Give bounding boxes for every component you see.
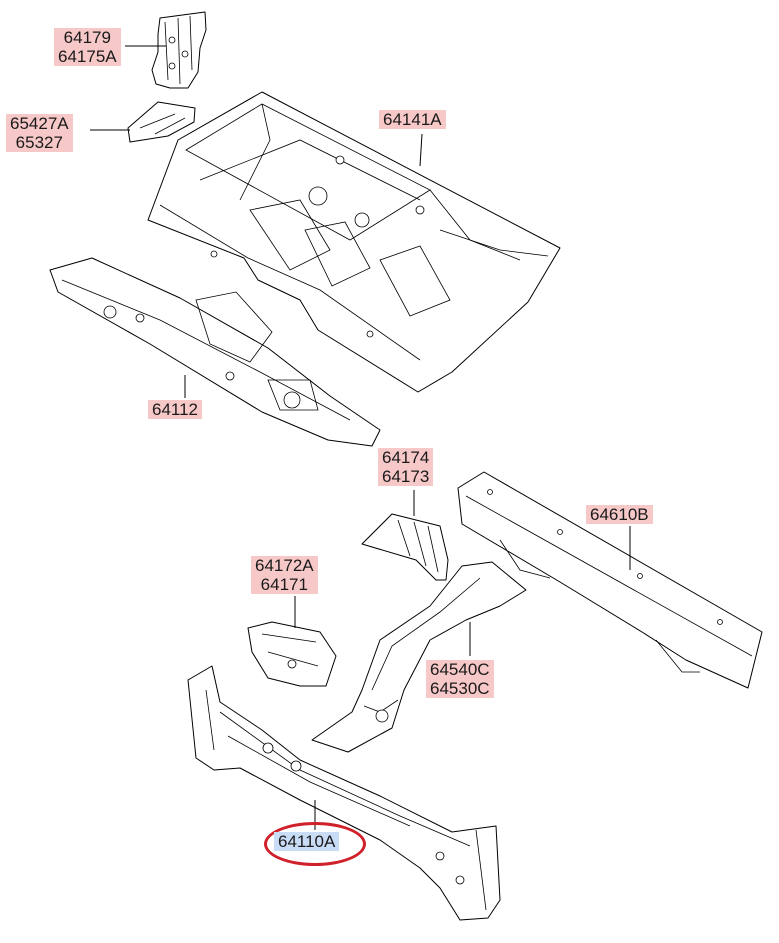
label-64141-line-1: 64141A (379, 110, 446, 129)
label-65427[interactable]: 65427A 65327 (6, 114, 73, 152)
label-65427-line-1: 65427A (6, 114, 73, 133)
part-64141-rear-floor[interactable] (147, 91, 561, 393)
label-64112-line-1: 64112 (148, 400, 203, 419)
leader-lines (90, 45, 631, 830)
label-64141[interactable]: 64141A (379, 110, 446, 129)
label-64610-line-1: 64610B (586, 505, 653, 524)
part-64179-bracket[interactable] (151, 11, 207, 89)
label-64540-line-2: 64530C (426, 679, 494, 698)
label-64112[interactable]: 64112 (148, 400, 203, 419)
selected-part-ring (264, 822, 366, 866)
label-64172-line-1: 64172A (251, 556, 318, 575)
label-64174-line-1: 64174 (378, 448, 434, 467)
part-64540-side-member[interactable] (311, 561, 527, 753)
label-64540[interactable]: 64540C 64530C (426, 660, 494, 698)
label-64540-line-1: 64540C (426, 660, 494, 679)
label-64172-line-2: 64171 (251, 575, 318, 594)
label-64110[interactable]: 64110A (274, 832, 340, 851)
part-64174-bracket[interactable] (361, 513, 449, 581)
label-64610[interactable]: 64610B (586, 505, 653, 524)
label-64179[interactable]: 64179 64175A (54, 28, 121, 66)
label-64110-line-1: 64110A (274, 832, 340, 851)
label-64179-line-1: 64179 (54, 28, 121, 47)
part-64610-rail[interactable] (457, 471, 763, 689)
part-65427-plate[interactable] (127, 101, 196, 143)
label-64174[interactable]: 64174 64173 (378, 448, 434, 486)
label-65427-line-2: 65327 (6, 133, 73, 152)
label-64179-line-2: 64175A (54, 47, 121, 66)
part-64110-front-crossmember[interactable] (187, 665, 501, 921)
label-64172[interactable]: 64172A 64171 (251, 556, 318, 594)
part-64112-crossmember[interactable] (49, 257, 381, 447)
part-64172-bracket[interactable] (247, 621, 337, 687)
label-64174-line-2: 64173 (378, 467, 434, 486)
